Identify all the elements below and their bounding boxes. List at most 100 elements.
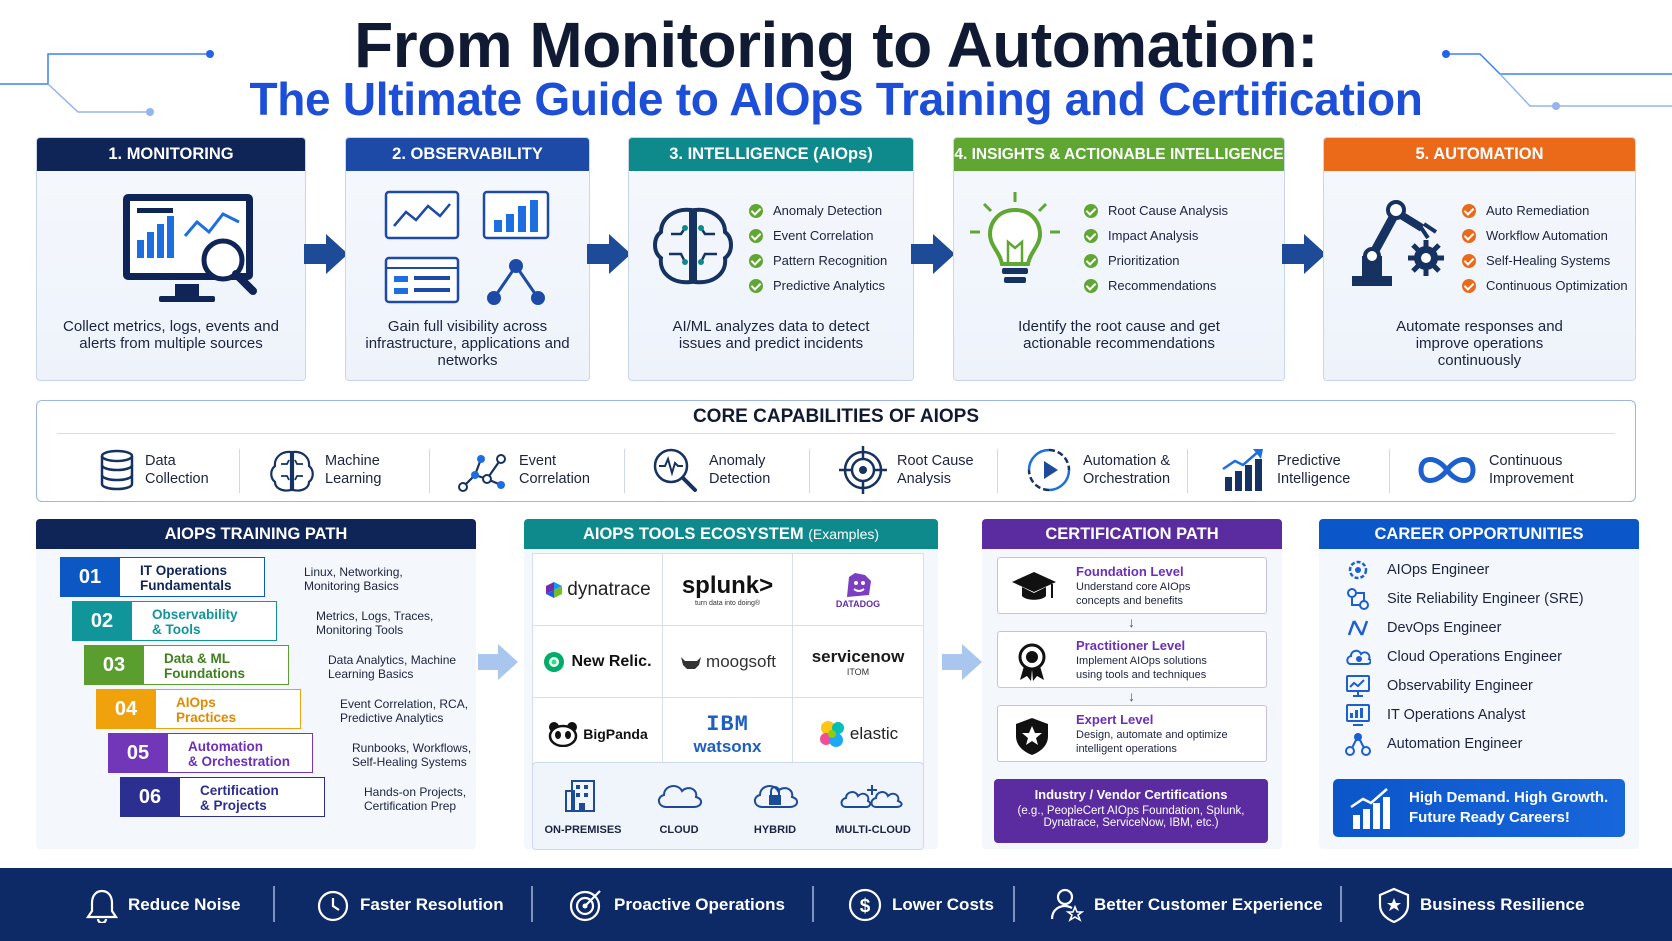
list-item: Root Cause Analysis bbox=[1084, 198, 1228, 223]
stage-title: 5. AUTOMATION bbox=[1324, 138, 1635, 171]
benefit-faster-resolution: Faster Resolution bbox=[316, 868, 504, 941]
training-step-desc: Hands-on Projects,Certification Prep bbox=[364, 785, 467, 813]
logo-datadog: DATADOG bbox=[793, 554, 923, 626]
building-icon bbox=[565, 780, 595, 812]
benefit-proactive-operations: Proactive Operations bbox=[568, 868, 785, 941]
stage-title: 4. INSIGHTS & ACTIONABLE INTELLIGENCE bbox=[954, 138, 1284, 171]
sre-network-icon bbox=[1347, 587, 1369, 610]
hybrid-cloud-lock-icon bbox=[754, 785, 798, 808]
training-step-desc: Runbooks, Workflows,Self-Healing Systems bbox=[352, 741, 472, 769]
list-item: Anomaly Detection bbox=[749, 198, 887, 223]
graduation-cap-icon bbox=[1012, 572, 1056, 600]
check-icon bbox=[749, 228, 763, 243]
divider bbox=[273, 886, 275, 922]
list-item: Self-Healing Systems bbox=[1462, 248, 1628, 273]
stage-observability: 2. OBSERVABILITY Gain full visibility ac… bbox=[345, 137, 590, 381]
stage-feature-list: Auto Remediation Workflow Automation Sel… bbox=[1462, 198, 1628, 298]
monitor-dashboard-icon bbox=[123, 194, 257, 302]
flow-arrow-light-icon bbox=[942, 644, 982, 680]
list-item: Event Correlation bbox=[749, 223, 887, 248]
magnifier-pulse-icon bbox=[653, 448, 697, 492]
stage-description: Collect metrics, logs, events and alerts… bbox=[63, 318, 279, 352]
shield-star-icon bbox=[1016, 718, 1048, 755]
training-step-05: 05 Automation& Orchestration bbox=[108, 733, 313, 773]
check-icon bbox=[1462, 228, 1476, 243]
training-path-title: AIOPS TRAINING PATH bbox=[36, 519, 476, 549]
logo-splunk: splunk> turn data into doing® bbox=[663, 554, 793, 626]
capability-automation-orchestration: Automation &Orchestration bbox=[1025, 445, 1170, 495]
divider bbox=[531, 886, 533, 922]
vendor-certifications-box: Industry / Vendor Certifications (e.g., … bbox=[994, 779, 1268, 843]
benefit-reduce-noise: Reduce Noise bbox=[86, 868, 240, 941]
stage-title: 3. INTELLIGENCE (AIOps) bbox=[629, 138, 913, 171]
check-icon bbox=[749, 203, 763, 218]
page-subtitle: The Ultimate Guide to AIOps Training and… bbox=[249, 73, 1423, 125]
career-role: Automation Engineer bbox=[1345, 729, 1522, 758]
deploy-multi-cloud: MULTI-CLOUD bbox=[827, 777, 919, 836]
shield-star-icon bbox=[1378, 887, 1410, 923]
check-icon bbox=[1462, 203, 1476, 218]
benefit-customer-experience: Better Customer Experience bbox=[1050, 868, 1323, 941]
divider bbox=[429, 449, 430, 493]
monitor-chart-icon bbox=[1346, 674, 1370, 697]
logo-dynatrace: dynatrace bbox=[533, 554, 663, 626]
lightbulb-icon bbox=[970, 192, 1060, 283]
divider bbox=[624, 449, 625, 493]
cert-practitioner-level: Practitioner Level Implement AIOps solut… bbox=[997, 631, 1267, 688]
list-item: Workflow Automation bbox=[1462, 223, 1628, 248]
cloud-gear-icon bbox=[1346, 649, 1371, 665]
growth-chart-icon bbox=[1350, 788, 1390, 829]
check-icon bbox=[1462, 253, 1476, 268]
logo-elastic: elastic bbox=[793, 698, 923, 770]
logo-newrelic: New Relic. bbox=[533, 626, 663, 698]
cycle-play-icon bbox=[1027, 448, 1071, 492]
divider bbox=[1187, 449, 1188, 493]
career-role: DevOps Engineer bbox=[1345, 613, 1501, 642]
check-icon bbox=[749, 253, 763, 268]
award-medal-icon bbox=[1018, 643, 1046, 681]
target-icon bbox=[839, 446, 887, 494]
stage-description: Identify the root cause and get actionab… bbox=[1018, 318, 1220, 352]
career-role: IT Operations Analyst bbox=[1345, 700, 1525, 729]
career-opportunities-title: CAREER OPPORTUNITIES bbox=[1319, 519, 1639, 549]
logo-ibm-watsonx: IBM watsonx bbox=[663, 698, 793, 770]
training-step-desc: Event Correlation, RCA,Predictive Analyt… bbox=[340, 697, 469, 725]
check-icon bbox=[1462, 278, 1476, 293]
ai-gear-icon bbox=[1348, 560, 1368, 579]
list-item: Continuous Optimization bbox=[1462, 273, 1628, 298]
benefit-lower-costs: $ Lower Costs bbox=[848, 868, 994, 941]
stage-monitoring: 1. MONITORING Collect metrics, logs, eve… bbox=[36, 137, 306, 381]
career-role: AIOps Engineer bbox=[1345, 555, 1489, 584]
moogsoft-cow-icon bbox=[681, 656, 702, 669]
core-capabilities-title: CORE CAPABILITIES OF AIOPS bbox=[692, 406, 980, 427]
list-item: Impact Analysis bbox=[1084, 223, 1228, 248]
deploy-hybrid: HYBRID bbox=[729, 777, 821, 836]
devops-icon bbox=[1347, 619, 1369, 636]
career-role: Observability Engineer bbox=[1345, 671, 1533, 700]
stage-title: 2. OBSERVABILITY bbox=[346, 138, 589, 171]
stage-feature-list: Anomaly Detection Event Correlation Patt… bbox=[749, 198, 887, 298]
training-step-desc: Linux, Networking,Monitoring Basics bbox=[304, 565, 403, 593]
elastic-logo-icon bbox=[819, 721, 844, 747]
flow-arrow-icon bbox=[304, 234, 348, 274]
check-icon bbox=[749, 278, 763, 293]
datadog-dog-icon bbox=[847, 572, 871, 597]
deployment-models: ON-PREMISES CLOUD HYBRID MULTI-CLOUD bbox=[532, 762, 924, 850]
clock-icon bbox=[317, 890, 349, 921]
list-item: Recommendations bbox=[1084, 273, 1228, 298]
list-item: Auto Remediation bbox=[1462, 198, 1628, 223]
